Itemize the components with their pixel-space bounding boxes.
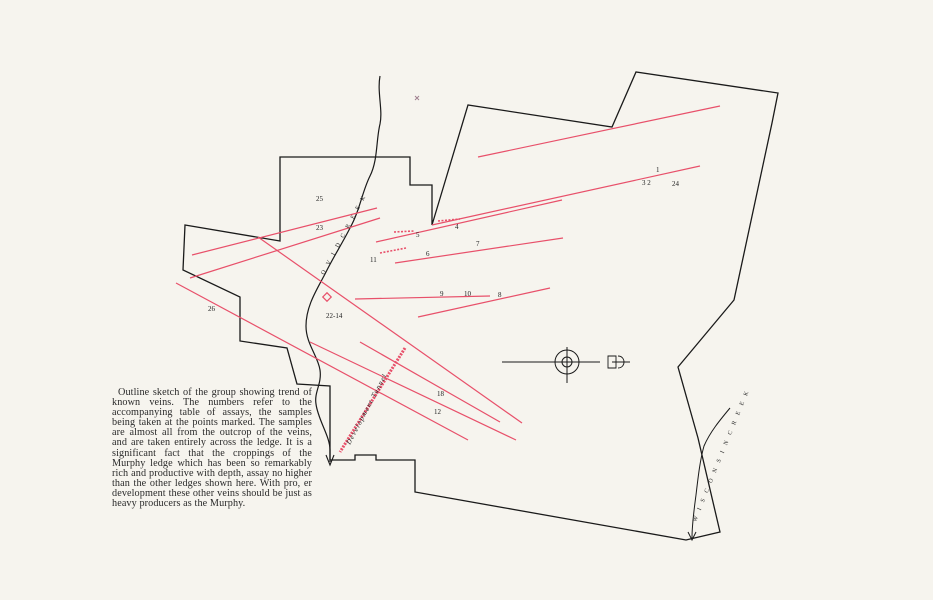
label-23: 23 — [316, 224, 324, 232]
label-26: 26 — [208, 305, 216, 313]
label-9: 9 — [440, 290, 444, 298]
label-12: 12 — [434, 408, 442, 416]
label-5: 5 — [416, 231, 420, 239]
claim-boundary — [182, 71, 779, 541]
wisconsin-creek-line — [691, 407, 731, 539]
ovid-creek-arrow — [325, 454, 335, 467]
veins — [175, 105, 721, 441]
tunnel-label: Development Tunnel — [344, 372, 389, 447]
label-18: 18 — [437, 390, 445, 398]
sample-segments — [379, 218, 461, 254]
label-11: 11 — [370, 256, 377, 264]
label-10: 10 — [464, 290, 472, 298]
compass — [502, 347, 630, 383]
label-24: 24 — [672, 180, 680, 188]
label-4: 4 — [455, 223, 459, 231]
label-3-2: 3 2 — [642, 179, 651, 187]
ovid-creek-line — [305, 75, 382, 462]
map-caption: Outline sketch of the group showing tren… — [112, 387, 312, 510]
label-22-14: 22-14 — [326, 312, 343, 320]
label-25: 25 — [316, 195, 324, 203]
star-mark — [414, 95, 420, 101]
label-8: 8 — [498, 291, 502, 299]
label-7: 7 — [476, 240, 480, 248]
wisconsin-creek-arrow — [687, 531, 697, 542]
development-tunnel — [321, 291, 407, 453]
wisconsin-creek-label: W I S C O N S I N C R E E K — [692, 388, 751, 522]
label-1: 1 — [656, 166, 660, 174]
label-6: 6 — [426, 250, 430, 258]
